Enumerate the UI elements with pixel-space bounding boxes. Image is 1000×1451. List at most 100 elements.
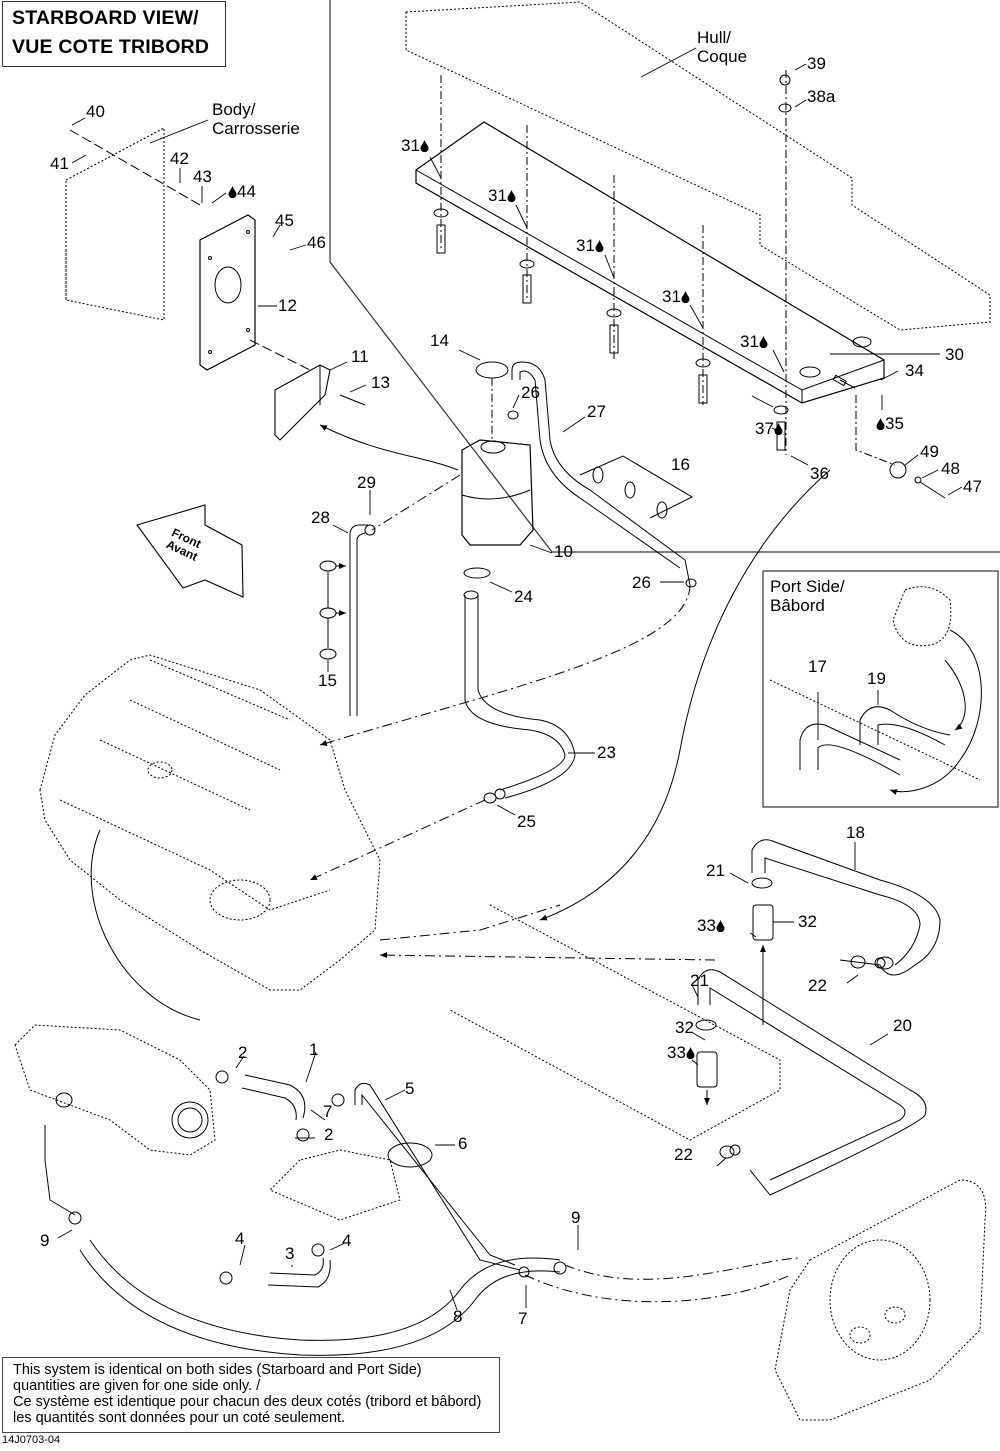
callout-number: 11 — [351, 347, 369, 366]
callout-35: 35 — [876, 415, 904, 432]
callout-21: 21 — [690, 972, 709, 989]
callout-2: 2 — [324, 1126, 333, 1143]
callout-20: 20 — [893, 1017, 912, 1034]
callout-25: 25 — [517, 813, 536, 830]
callout-number: 1 — [309, 1040, 319, 1059]
callout-4: 4 — [235, 1230, 244, 1247]
callout-number: 13 — [371, 373, 390, 392]
callout-1: 1 — [309, 1041, 318, 1058]
callout-30: 30 — [945, 346, 964, 363]
view-title-box: STARBOARD VIEW/ VUE COTE TRIBORD — [2, 1, 226, 67]
port-side-inset-title: Port Side/ Bâbord — [770, 577, 845, 615]
pump-housing — [774, 1179, 987, 1421]
bracket-11 — [274, 364, 366, 441]
callout-number: 31 — [488, 186, 507, 205]
callout-number: 23 — [597, 743, 616, 762]
callout-number: 36 — [810, 464, 829, 483]
callout-number: 26 — [521, 383, 540, 402]
lubricant-drop-icon — [686, 1047, 695, 1059]
callout-number: 5 — [405, 1079, 415, 1098]
callout-number: 26 — [632, 573, 651, 592]
callout-24: 24 — [514, 588, 533, 605]
callout-38a: 38a — [807, 88, 835, 105]
inset-title-en: Port Side/ — [770, 577, 845, 596]
callout-39: 39 — [807, 55, 826, 72]
callout-number: 7 — [518, 1309, 528, 1328]
callout-number: 49 — [920, 442, 939, 461]
callout-number: 6 — [458, 1134, 468, 1153]
callout-9: 9 — [40, 1232, 49, 1249]
inset-hoses — [769, 586, 982, 796]
view-title-line-1: STARBOARD VIEW/ — [12, 7, 199, 29]
callout-number: 22 — [674, 1145, 693, 1164]
callout-33: 33 — [667, 1044, 695, 1061]
callout-number: 47 — [963, 477, 982, 496]
callout-31: 31 — [576, 237, 604, 254]
callout-number: 24 — [514, 587, 533, 606]
callout-number: 4 — [342, 1231, 352, 1250]
callout-number: 42 — [170, 149, 189, 168]
callout-37: 37 — [755, 420, 783, 437]
callout-7: 7 — [323, 1103, 332, 1120]
hull-label: Hull/ Coque — [697, 28, 747, 66]
callout-number: 4 — [235, 1229, 245, 1248]
callout-4: 4 — [342, 1232, 351, 1249]
callout-number: 25 — [517, 812, 536, 831]
callout-number: 12 — [278, 296, 297, 315]
callout-number: 21 — [706, 861, 725, 880]
callout-22: 22 — [674, 1146, 693, 1163]
callout-42: 42 — [170, 150, 189, 167]
callout-number: 8 — [453, 1307, 463, 1326]
callout-10: 10 — [554, 543, 573, 560]
callout-number: 46 — [307, 233, 326, 252]
callout-16: 16 — [671, 456, 690, 473]
callout-26: 26 — [521, 384, 540, 401]
hull-label-en: Hull/ — [697, 28, 732, 47]
elbow-housing — [269, 1149, 401, 1221]
hull-rail-30 — [415, 121, 885, 404]
callout-number: 9 — [571, 1208, 581, 1227]
view-title-line-2: VUE COTE TRIBORD — [12, 36, 210, 58]
callout-number: 45 — [275, 211, 294, 230]
callout-11: 11 — [351, 348, 369, 365]
callout-19: 19 — [867, 669, 886, 688]
callout-number: 20 — [893, 1016, 912, 1035]
callout-number: 40 — [86, 102, 105, 121]
callout-48: 48 — [941, 460, 960, 477]
lubricant-drop-icon — [759, 336, 768, 348]
callout-34: 34 — [905, 362, 924, 379]
callout-number: 41 — [50, 154, 69, 173]
callout-12: 12 — [278, 297, 297, 314]
callout-31: 31 — [488, 187, 516, 204]
lubricant-drop-icon — [420, 140, 429, 152]
hose-3 — [267, 1257, 331, 1288]
hose-23 — [463, 590, 576, 804]
callout-number: 2 — [324, 1125, 334, 1144]
leader-lines — [57, 47, 963, 1311]
callout-45: 45 — [275, 212, 294, 229]
callout-number: 32 — [675, 1018, 694, 1037]
callout-number: 15 — [318, 671, 337, 690]
callout-31: 31 — [401, 137, 429, 154]
callout-number: 7 — [323, 1102, 333, 1121]
callout-number: 3 — [285, 1244, 295, 1263]
callout-31: 31 — [662, 288, 690, 305]
mounting-plate-12 — [199, 214, 311, 371]
callout-number: 48 — [941, 459, 960, 478]
callout-5: 5 — [405, 1080, 414, 1097]
callout-number: 30 — [945, 345, 964, 364]
callout-2: 2 — [238, 1044, 247, 1061]
hose-8 — [79, 1239, 561, 1356]
callout-26: 26 — [632, 574, 651, 591]
port-side-inset-frame — [762, 570, 999, 808]
callout-number: 14 — [430, 331, 449, 350]
engine-block — [39, 654, 381, 991]
callout-number: 16 — [671, 455, 690, 474]
callout-6: 6 — [458, 1135, 467, 1152]
inset-title-fr: Bâbord — [770, 596, 825, 615]
note-line-1: This system is identical on both sides (… — [13, 1362, 422, 1378]
callout-number: 32 — [798, 912, 817, 931]
callout-28: 28 — [311, 509, 330, 526]
callout-number: 31 — [662, 287, 681, 306]
callout-31: 31 — [740, 333, 768, 350]
